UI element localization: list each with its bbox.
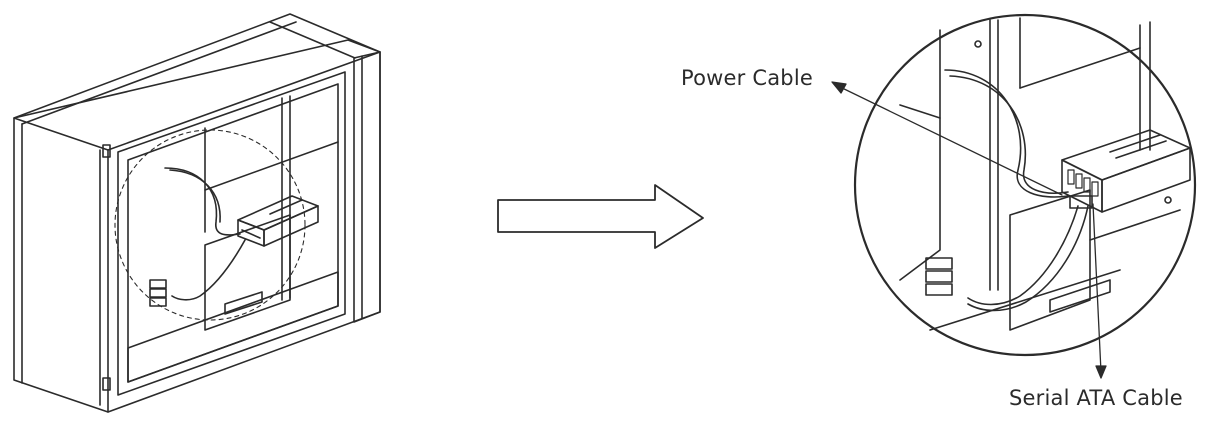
power-cable-leader — [835, 84, 1063, 196]
enclosure-right-panel — [353, 51, 381, 323]
hdd-large-detail-2 — [1115, 140, 1167, 159]
power-cable-small-2 — [169, 169, 221, 223]
enclosure-inner-frame — [117, 71, 346, 396]
magnified-circle-border — [853, 13, 1197, 357]
enclosure-lower-box — [204, 214, 291, 331]
enclosure-top-face — [13, 13, 381, 151]
power-cable-arrowhead — [831, 81, 847, 94]
sata-cable-arrowhead — [1095, 365, 1107, 379]
enclosure-bottom-panel — [127, 271, 339, 383]
hdd-connector — [241, 229, 261, 239]
magnified-lower-box — [1009, 189, 1091, 331]
magnified-bracket — [1049, 279, 1111, 313]
sata-cable-small — [171, 239, 246, 301]
magnified-view — [853, 13, 1197, 357]
hdd-detail — [269, 199, 303, 215]
enclosure-illustration — [13, 13, 381, 413]
enclosure-hinge-bottom — [102, 377, 111, 391]
hdd-side — [263, 205, 319, 247]
magnified-screw — [974, 40, 982, 48]
power-cable-label: Power Cable — [681, 66, 813, 90]
magnified-lower-box-edge — [1089, 209, 1181, 241]
enclosure-top-crease — [269, 21, 356, 59]
direction-arrow — [497, 184, 704, 249]
sata-cable-leader — [1092, 203, 1102, 373]
terminal-block-large — [925, 257, 953, 296]
magnified-floor — [929, 269, 1121, 331]
enclosure-top-inner-edge — [21, 21, 297, 125]
sata-connector — [1069, 195, 1093, 209]
callout-leaders — [831, 81, 1107, 379]
hdd-large-screw — [1164, 196, 1172, 204]
power-cable-large-2 — [949, 75, 1069, 194]
magnified-frame-left — [899, 104, 941, 281]
sata-cable-large-2 — [967, 205, 1089, 312]
magnified-shelf — [1019, 47, 1141, 89]
enclosure-hinge-top — [102, 144, 111, 158]
hdd-large-pins — [1067, 169, 1099, 197]
hdd-large-detail-1 — [1109, 134, 1161, 153]
sata-cable-large — [967, 205, 1079, 306]
power-cable-large — [944, 69, 1069, 198]
enclosure-shelf — [204, 141, 339, 191]
hdd-front — [237, 219, 265, 247]
hard-disk-drive-large — [1061, 129, 1191, 213]
enclosure-bracket — [224, 291, 263, 315]
hdd-large-side — [1101, 147, 1191, 213]
zoom-focus-circle — [114, 129, 306, 321]
terminal-block-small — [149, 279, 167, 307]
serial-ata-cable-label: Serial ATA Cable — [1009, 386, 1183, 410]
power-cable-small — [164, 167, 241, 236]
hard-disk-drive — [237, 195, 319, 247]
